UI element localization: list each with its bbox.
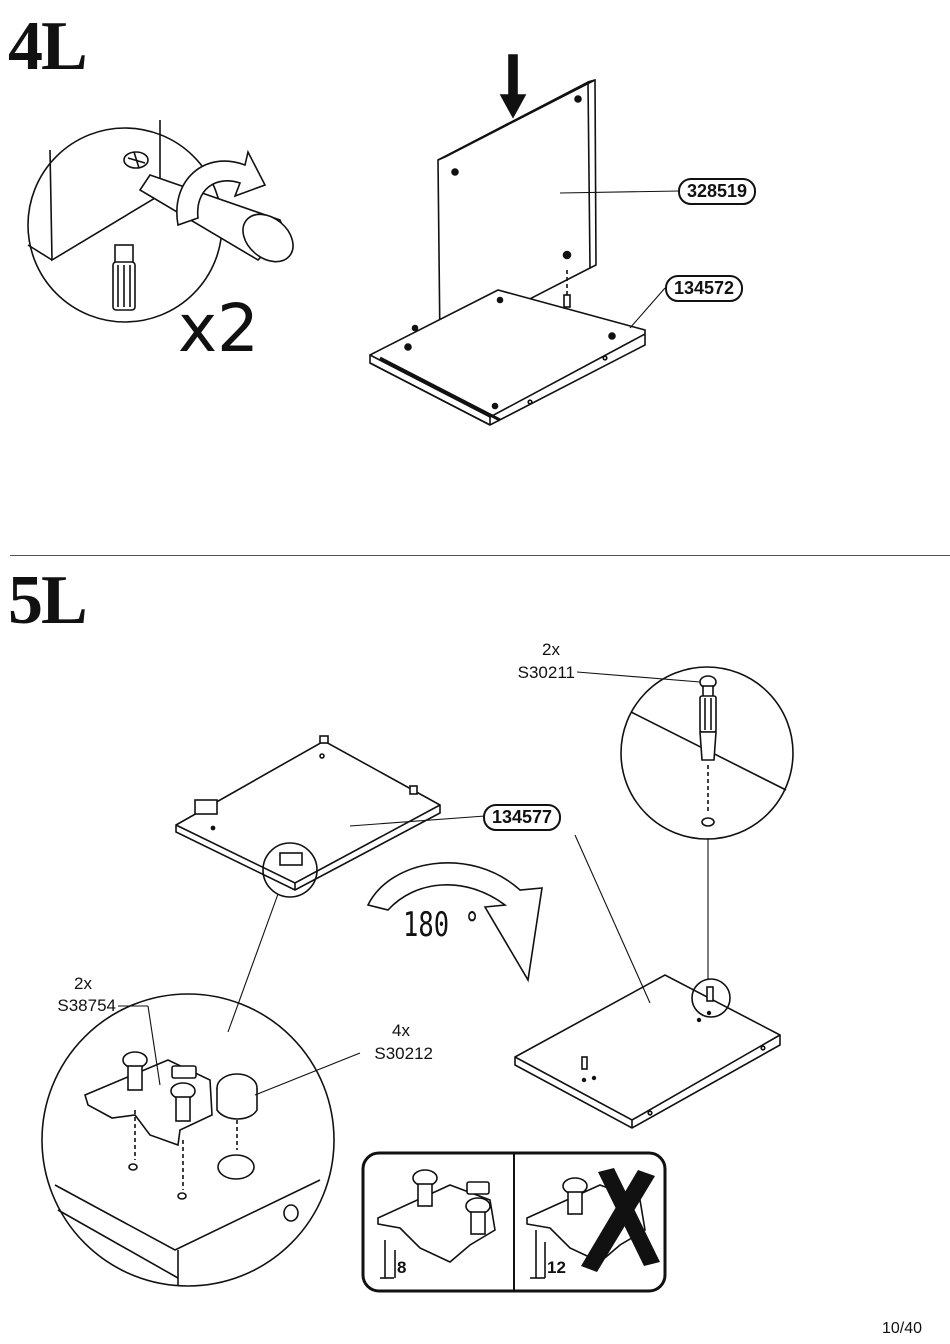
board-134577-top-drawing	[175, 735, 486, 1033]
comparison-box	[361, 1151, 667, 1293]
screw-detail-circle-4l	[27, 120, 294, 323]
page-number: 10/40	[881, 1320, 922, 1337]
measure-incorrect: 12	[547, 1258, 566, 1277]
hardware-right-qty: 4x	[392, 1021, 410, 1040]
hardware-right-code: S30212	[374, 1044, 433, 1063]
step-number-4l: 4L	[8, 8, 88, 85]
hardware-left-code: S38754	[57, 996, 116, 1015]
measure-correct: 8	[397, 1258, 407, 1277]
step-number-5l: 5L	[8, 562, 88, 639]
fitting-detail-circle	[41, 993, 361, 1287]
hardware-top-qty: 2x	[542, 640, 560, 659]
part-label-panel: 328519	[678, 178, 757, 205]
rotation-angle-label: 180 °	[403, 905, 480, 945]
quantity-multiplier: x2	[178, 290, 260, 367]
board-134577-flipped-drawing	[514, 834, 781, 1129]
rotate-180-arrow	[366, 862, 543, 983]
dowel-detail-circle	[576, 666, 794, 840]
hardware-left-qty: 2x	[74, 974, 92, 993]
step-divider	[10, 555, 950, 556]
part-label-board: 134577	[483, 804, 562, 831]
board-134572-drawing	[369, 287, 666, 426]
part-label-base: 134572	[665, 275, 744, 302]
hardware-top-code: S30211	[517, 663, 575, 682]
